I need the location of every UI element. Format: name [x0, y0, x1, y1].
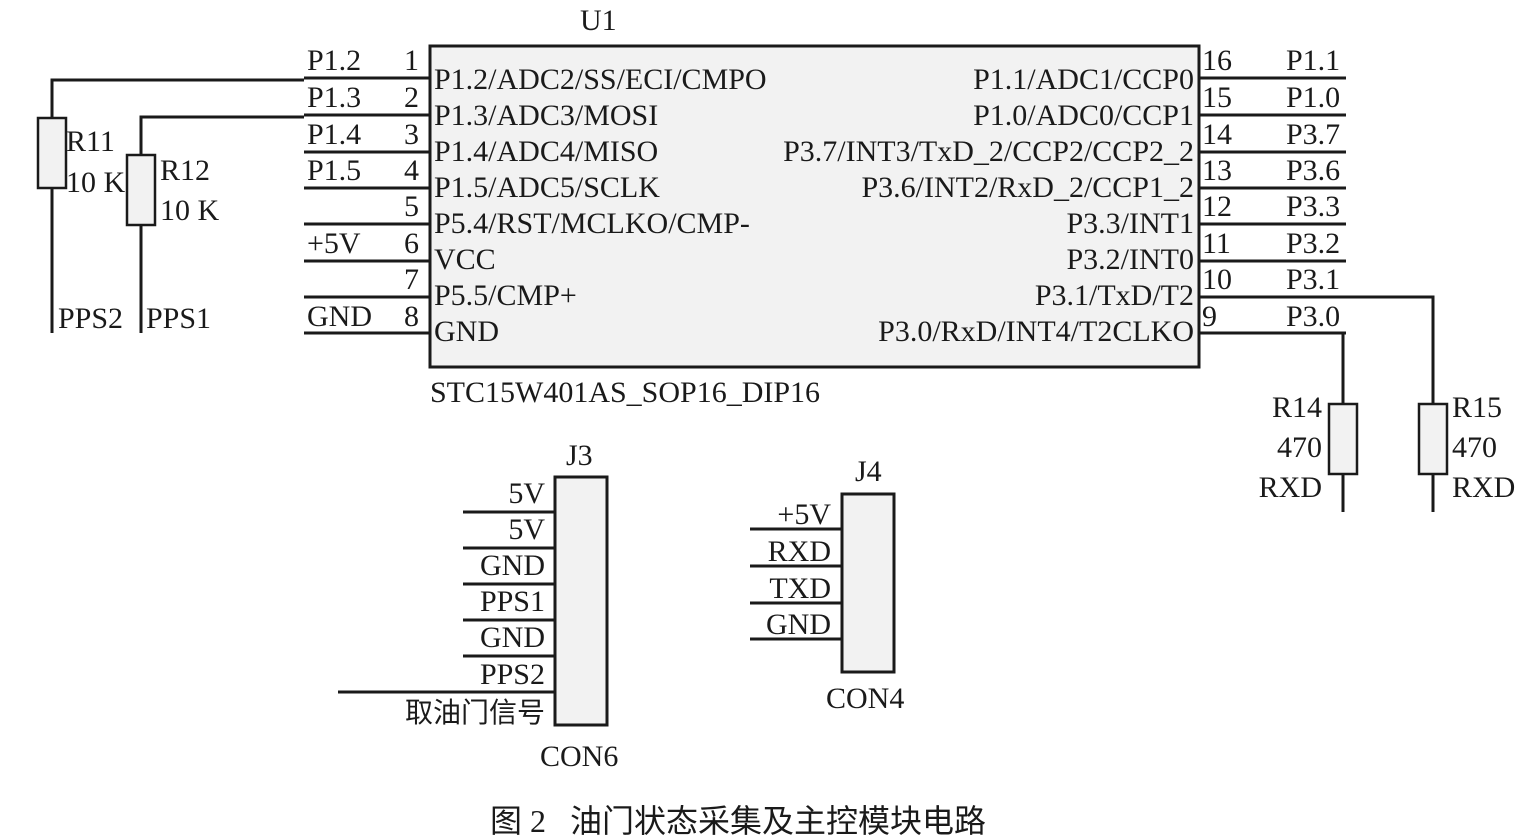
net-label-p1-5: P1.5 — [307, 154, 361, 187]
u1-pin6-num: 6 — [404, 227, 419, 260]
u1-ref-label: U1 — [580, 4, 617, 37]
r15-wire-top — [1346, 295, 1435, 404]
net-label-p3-3: P3.3 — [1286, 190, 1340, 223]
r15-value: 470 — [1452, 431, 1497, 464]
r11-body — [36, 116, 68, 190]
r14-ref: R14 — [1272, 391, 1322, 424]
j3-pin5-label: GND — [480, 621, 545, 654]
r11-wire-top — [50, 78, 304, 118]
r14-net-label: RXD — [1259, 471, 1322, 504]
r14-value: 470 — [1277, 431, 1322, 464]
u1-pin15-num: 15 — [1202, 81, 1232, 114]
j4-type-label: CON4 — [826, 682, 904, 715]
j4-pin1-label: +5V — [777, 498, 831, 531]
net-label-5v: +5V — [307, 227, 361, 260]
u1-pin8-num: 8 — [404, 300, 419, 333]
u1-pin16-name: P1.1/ADC1/CCP0 — [973, 63, 1194, 96]
net-label-p1-2: P1.2 — [307, 44, 361, 77]
r12-wire-top — [139, 115, 304, 155]
figure-caption: 图 2 油门状态采集及主控模块电路 — [490, 803, 986, 839]
net-label-p3-7: P3.7 — [1286, 118, 1340, 151]
u1-pin3-num: 3 — [404, 118, 419, 151]
net-label-p1-3: P1.3 — [307, 81, 361, 114]
r12-net-label: PPS1 — [146, 302, 211, 335]
u1-pin12-name: P3.3/INT1 — [1067, 207, 1195, 240]
u1-pin11-num: 11 — [1202, 227, 1231, 260]
j3-pin3-label: GND — [480, 549, 545, 582]
u1-pin6-name: VCC — [434, 243, 496, 276]
u1-pin16-num: 16 — [1202, 44, 1232, 77]
r12-ref: R12 — [160, 154, 210, 187]
j3-extra-label: 取油门信号 — [405, 697, 545, 729]
r15-body — [1417, 402, 1449, 476]
u1-pin1-name: P1.2/ADC2/SS/ECI/CMPO — [434, 63, 767, 96]
u1-pin1-num: 1 — [404, 44, 419, 77]
j3-pin1-label: 5V — [508, 477, 545, 510]
r15-net-label: RXD — [1452, 471, 1515, 504]
net-label-p3-1: P3.1 — [1286, 263, 1340, 296]
r12-body — [125, 153, 157, 227]
u1-pin11-name: P3.2/INT0 — [1067, 243, 1195, 276]
u1-pin7-name: P5.5/CMP+ — [434, 279, 577, 312]
j3-ref: J3 — [566, 439, 593, 472]
r15-ref: R15 — [1452, 391, 1502, 424]
r11-value: 10 K — [66, 166, 126, 199]
net-label-p1-0: P1.0 — [1286, 81, 1340, 114]
j3-pin4-label: PPS1 — [480, 585, 545, 618]
j3-pin6-label: PPS2 — [480, 658, 545, 691]
net-label-p1-4: P1.4 — [307, 118, 361, 151]
u1-pin4-num: 4 — [404, 154, 419, 187]
r14-body — [1327, 402, 1359, 476]
j4-pin3-label: TXD — [769, 572, 831, 605]
net-label-gnd: GND — [307, 300, 372, 333]
u1-pin5-num: 5 — [404, 190, 419, 223]
u1-chip-body — [428, 44, 1201, 369]
u1-pin14-num: 14 — [1202, 118, 1232, 151]
j3-body — [553, 475, 609, 727]
u1-part-label: STC15W401AS_SOP16_DIP16 — [430, 376, 820, 409]
u1-pin12-num: 12 — [1202, 190, 1232, 223]
u1-pin9-num: 9 — [1202, 300, 1217, 333]
net-label-p1-1: P1.1 — [1286, 44, 1340, 77]
u1-pin8-name: GND — [434, 315, 499, 348]
u1-pin10-num: 10 — [1202, 263, 1232, 296]
u1-pin3-name: P1.4/ADC4/MISO — [434, 135, 658, 168]
j4-body — [840, 492, 896, 674]
j4-ref: J4 — [855, 455, 882, 488]
u1-pin15-name: P1.0/ADC0/CCP1 — [973, 99, 1194, 132]
u1-pin4-name: P1.5/ADC5/SCLK — [434, 171, 660, 204]
u1-pin2-num: 2 — [404, 81, 419, 114]
u1-pin13-name: P3.6/INT2/RxD_2/CCP1_2 — [861, 171, 1194, 204]
u1-pin13-num: 13 — [1202, 154, 1232, 187]
r11-net-label: PPS2 — [58, 302, 123, 335]
j3-pin2-label: 5V — [508, 513, 545, 546]
u1-pin14-name: P3.7/INT3/TxD_2/CCP2/CCP2_2 — [783, 135, 1194, 168]
net-label-p3-2: P3.2 — [1286, 227, 1340, 260]
u1-pin7-num: 7 — [404, 263, 419, 296]
u1-pin2-name: P1.3/ADC3/MOSI — [434, 99, 658, 132]
u1-pin10-name: P3.1/TxD/T2 — [1035, 279, 1194, 312]
j3-type-label: CON6 — [540, 740, 618, 773]
r12-value: 10 K — [160, 194, 220, 227]
u1-pin5-name: P5.4/RST/MCLKO/CMP- — [434, 207, 750, 240]
j4-pin2-label: RXD — [768, 535, 831, 568]
u1-pin9-name: P3.0/RxD/INT4/T2CLKO — [878, 315, 1194, 348]
net-label-p3-6: P3.6 — [1286, 154, 1340, 187]
r11-ref: R11 — [66, 125, 115, 158]
j4-pin4-label: GND — [766, 608, 831, 641]
net-label-p3-0: P3.0 — [1286, 300, 1340, 333]
